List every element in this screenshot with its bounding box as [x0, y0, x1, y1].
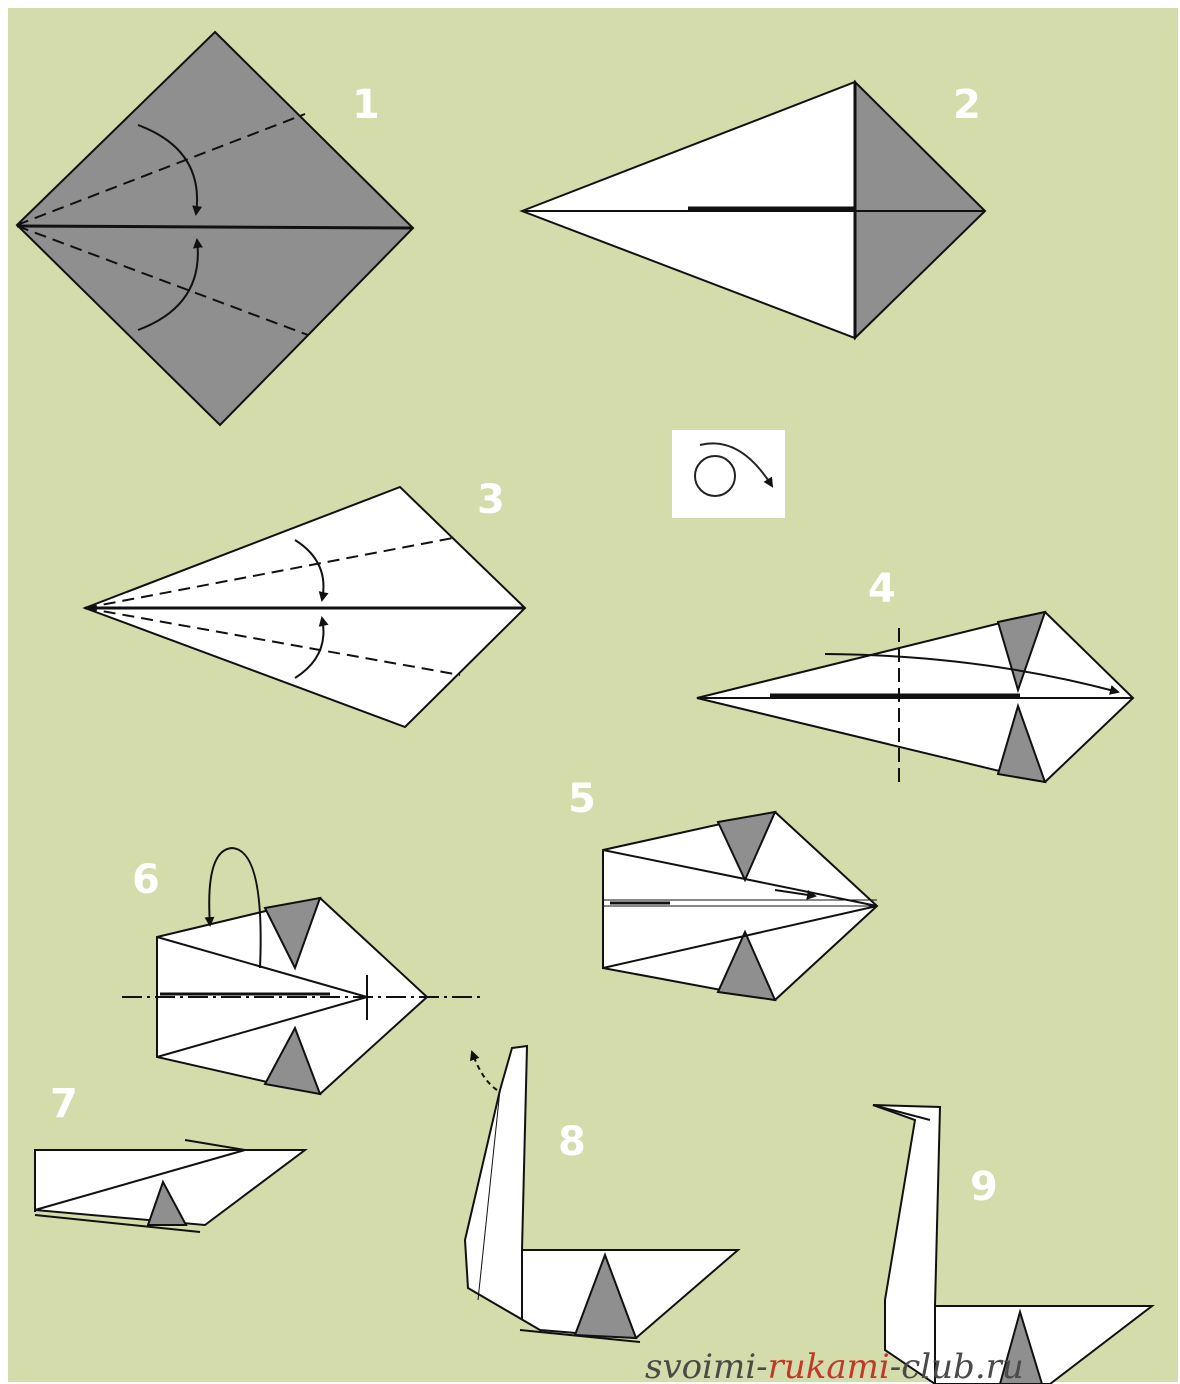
watermark: svoimi-rukami-club.ru — [645, 1347, 1024, 1384]
step-number-4: 4 — [868, 566, 896, 612]
step-number-1: 1 — [352, 82, 380, 128]
step-number-3: 3 — [477, 477, 505, 523]
step-number-9: 9 — [970, 1164, 998, 1210]
step-number-5: 5 — [568, 776, 596, 822]
step-number-7: 7 — [50, 1081, 78, 1127]
step-number-6: 6 — [132, 857, 160, 903]
turn-over-icon — [672, 430, 785, 518]
step-number-2: 2 — [953, 82, 981, 128]
watermark-part-2: rukami — [768, 1347, 890, 1384]
watermark-part-3: -club.ru — [890, 1347, 1024, 1384]
watermark-part-1: svoimi- — [645, 1347, 768, 1384]
step-number-8: 8 — [558, 1119, 586, 1165]
